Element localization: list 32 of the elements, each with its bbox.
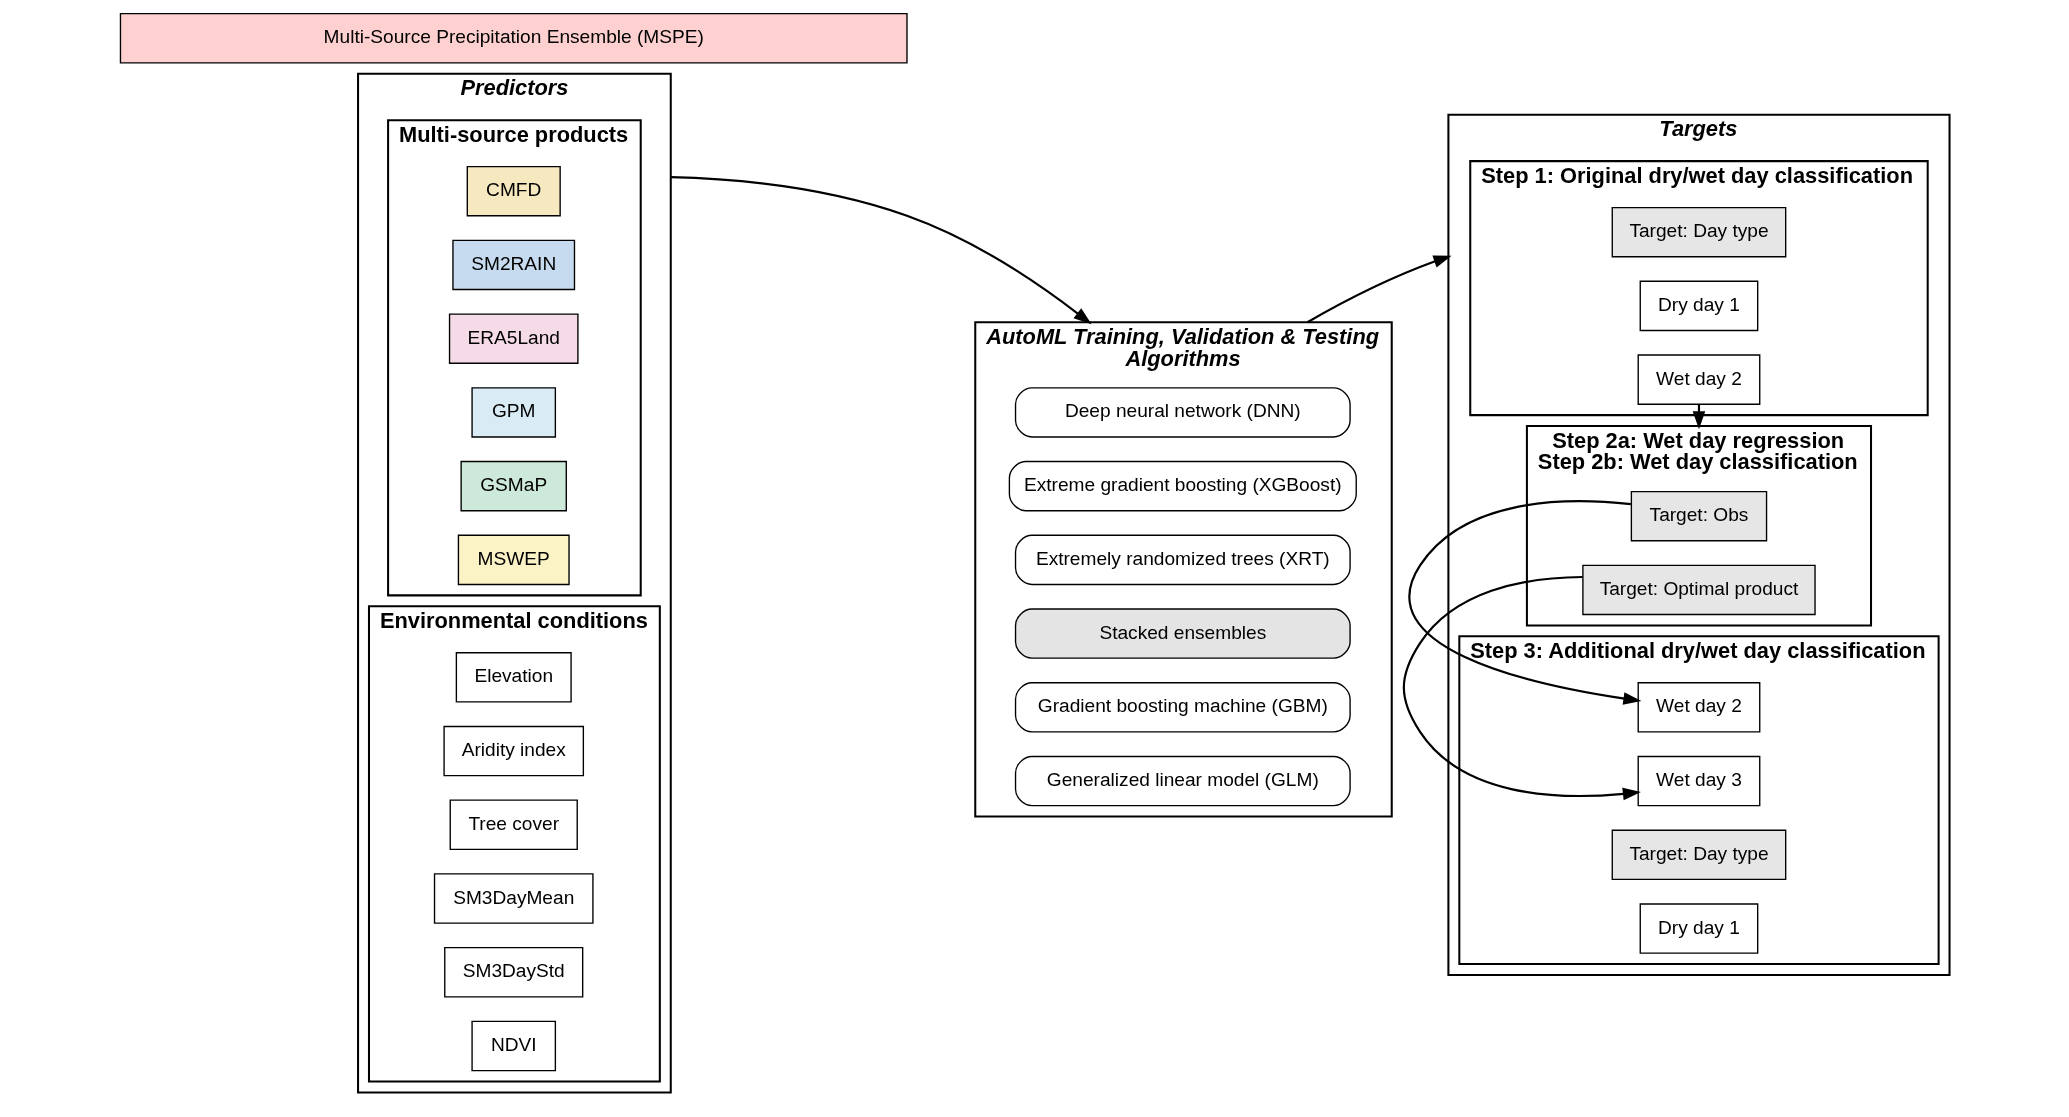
node-box: Stacked ensembles	[1014, 608, 1351, 659]
arrow	[670, 176, 1092, 325]
node-box: SM3DayStd	[443, 947, 583, 998]
node-box: Deep neural network (DNN)	[1014, 387, 1351, 438]
arrow	[1408, 500, 1641, 705]
arrow	[1402, 575, 1641, 801]
node-box: Dry day 1	[1639, 280, 1758, 332]
node-box: Wet day 3	[1637, 755, 1760, 807]
node-box: SM2RAIN	[451, 239, 575, 291]
node-box: Generalized linear model (GLM)	[1014, 755, 1351, 807]
node-box: MSWEP	[457, 534, 570, 586]
node-box: ERA5Land	[448, 313, 579, 364]
node-box: Tree cover	[449, 799, 578, 851]
node-box: Gradient boosting machine (GBM)	[1014, 682, 1351, 733]
node-box: NDVI	[470, 1020, 556, 1072]
arrow	[1306, 255, 1451, 324]
node-box: Multi-Source Precipitation Ensemble (MSPE)	[119, 13, 908, 64]
node-box: Target: Obs	[1630, 490, 1767, 542]
node-box: Extremely randomized trees (XRT)	[1014, 534, 1351, 586]
node-box: Target: Day type	[1611, 206, 1786, 258]
node-box: Wet day 2	[1637, 682, 1760, 733]
node-box: Extreme gradient boosting (XGBoost)	[1008, 460, 1357, 512]
node-box: GSMaP	[459, 460, 567, 512]
node-box: GPM	[470, 387, 556, 438]
node-box: Aridity index	[442, 725, 584, 777]
node-box: SM3DayMean	[433, 873, 594, 924]
node-box: Dry day 1	[1639, 903, 1758, 954]
node-box: Elevation	[455, 652, 572, 703]
node-box: Wet day 2	[1637, 354, 1760, 405]
node-box: Target: Optimal product	[1581, 564, 1816, 616]
node-box: Target: Day type	[1611, 829, 1786, 881]
node-box: CMFD	[466, 165, 561, 217]
